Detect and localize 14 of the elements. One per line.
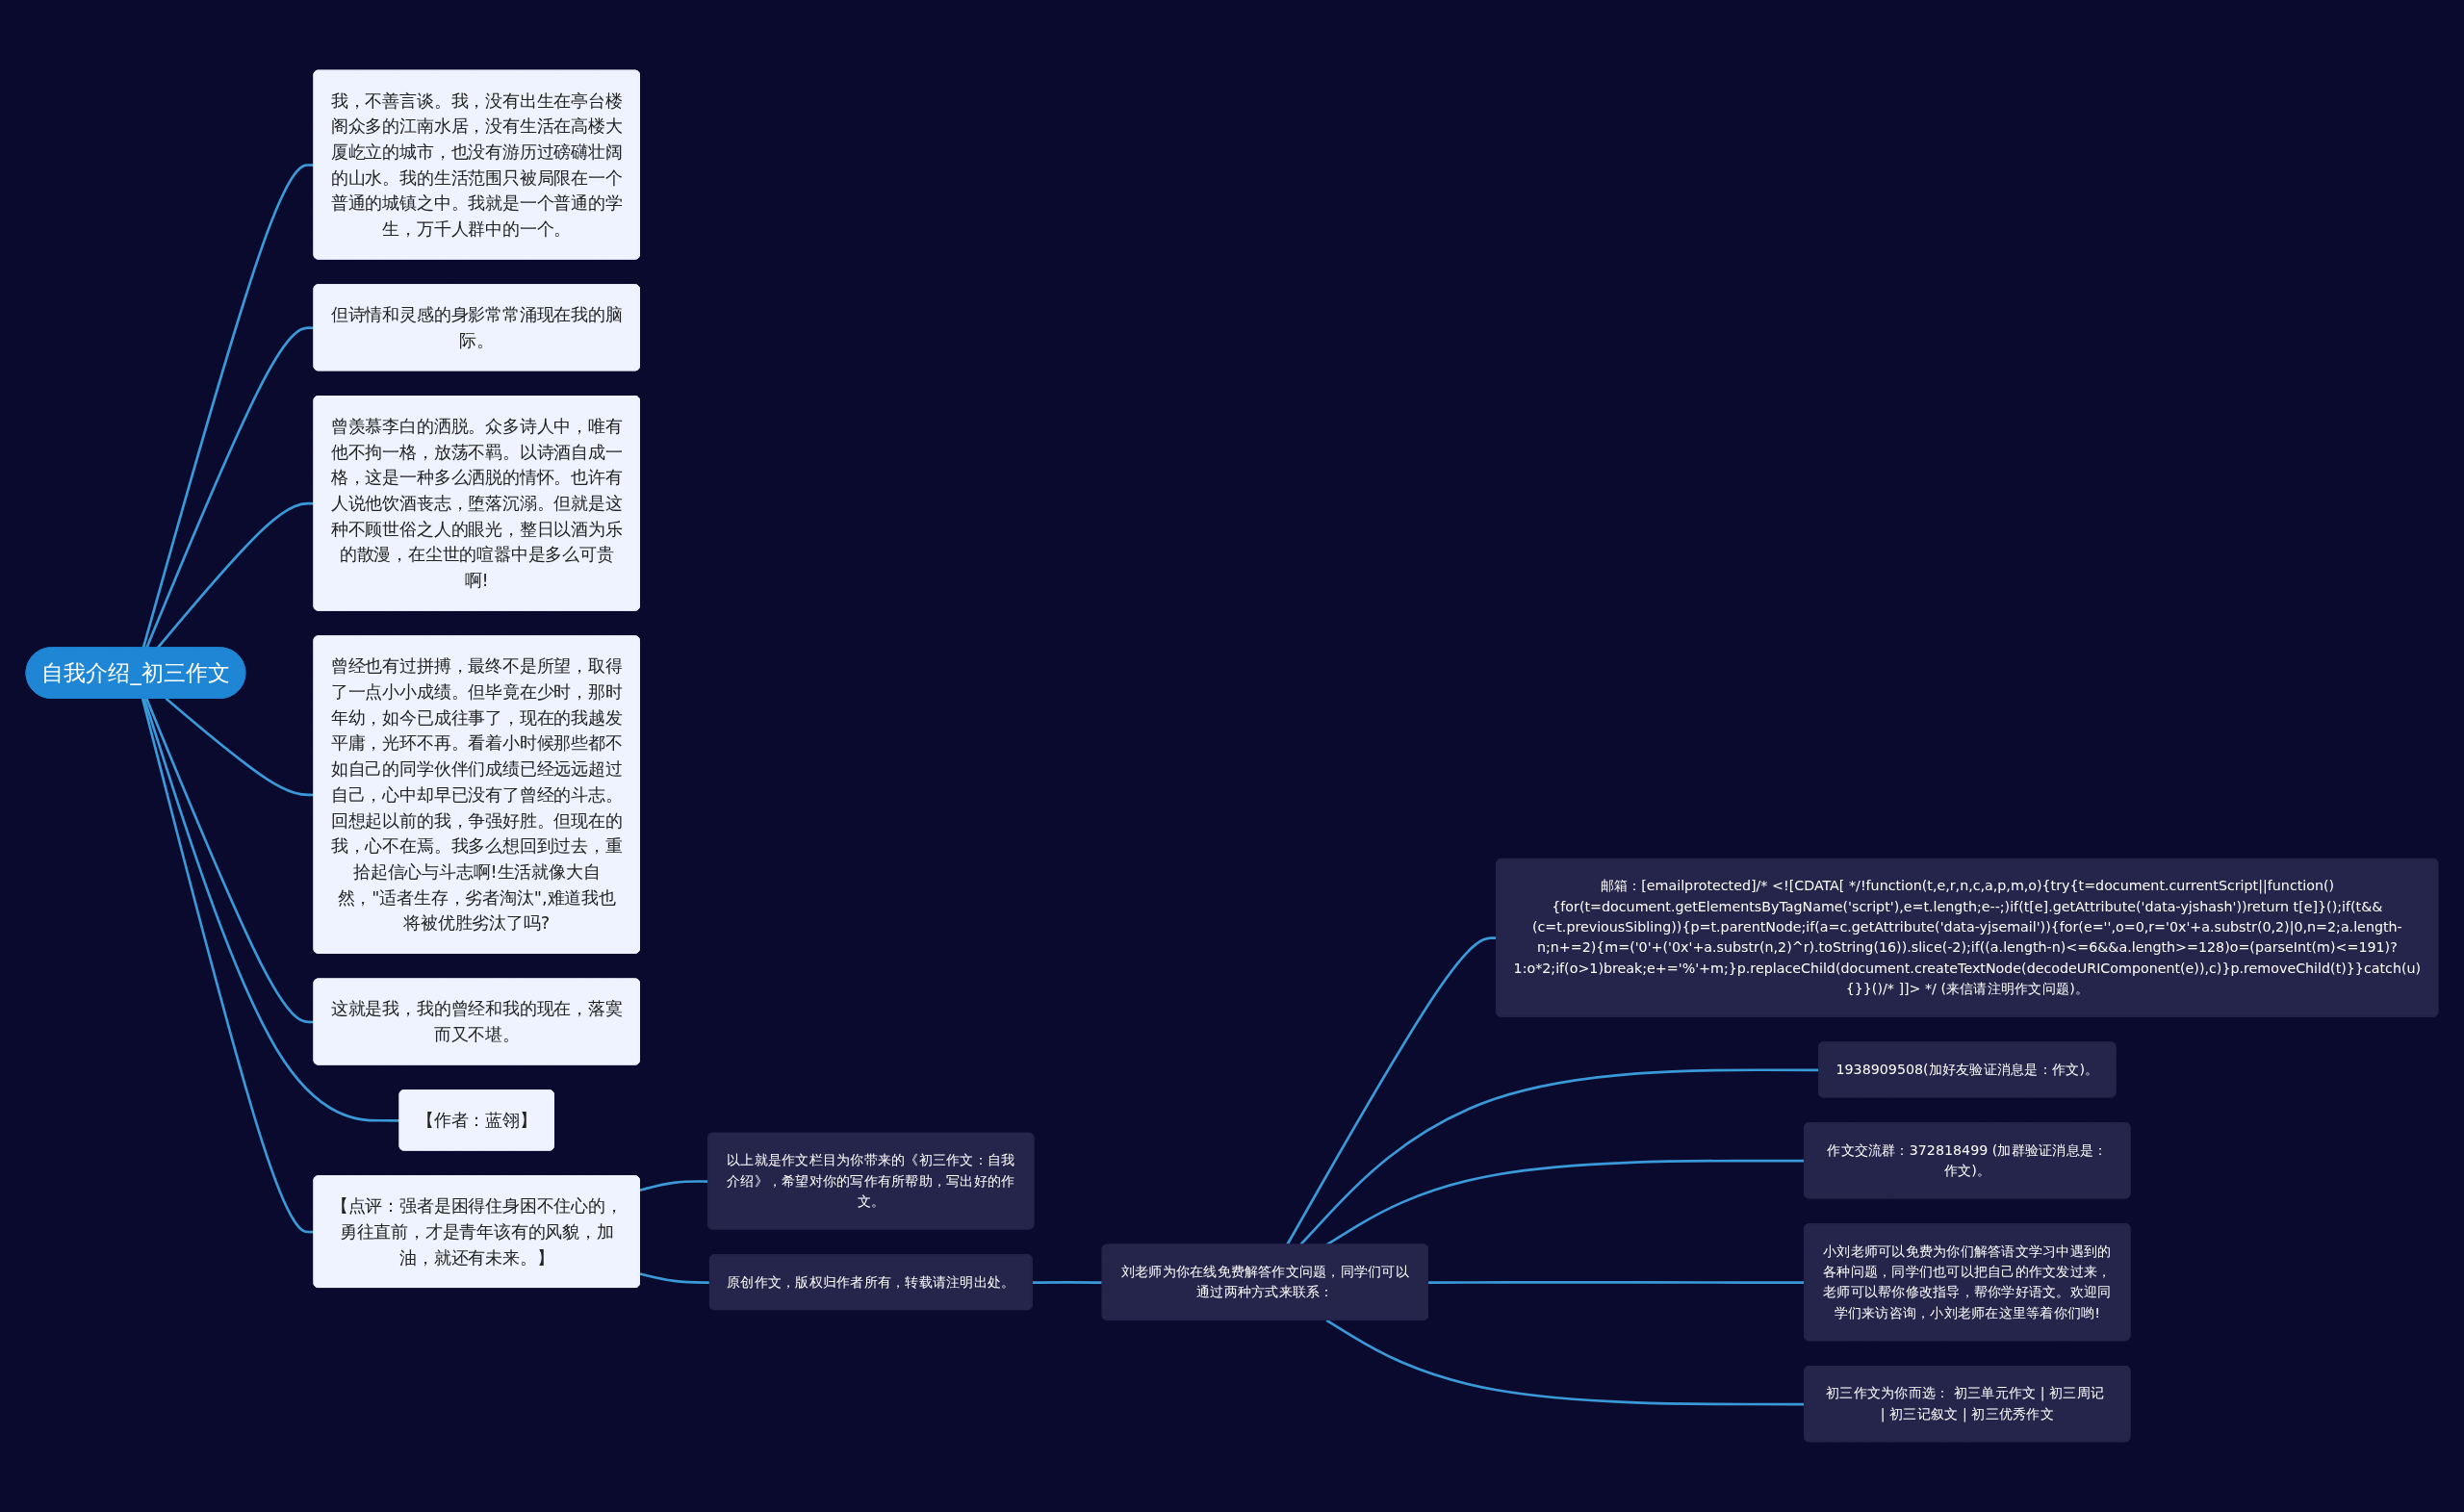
connector [1427, 1281, 1806, 1284]
connector [142, 698, 400, 1122]
connector [1299, 1068, 1820, 1246]
connector [145, 326, 315, 649]
connector [639, 1180, 709, 1192]
connector [1325, 1319, 1806, 1406]
connector [141, 164, 315, 649]
connector [165, 697, 315, 797]
connector [639, 1272, 710, 1284]
connector [1286, 936, 1498, 1246]
connector [1032, 1281, 1103, 1284]
connector [1325, 1159, 1806, 1246]
connector [141, 698, 315, 1234]
connector [145, 698, 315, 1024]
